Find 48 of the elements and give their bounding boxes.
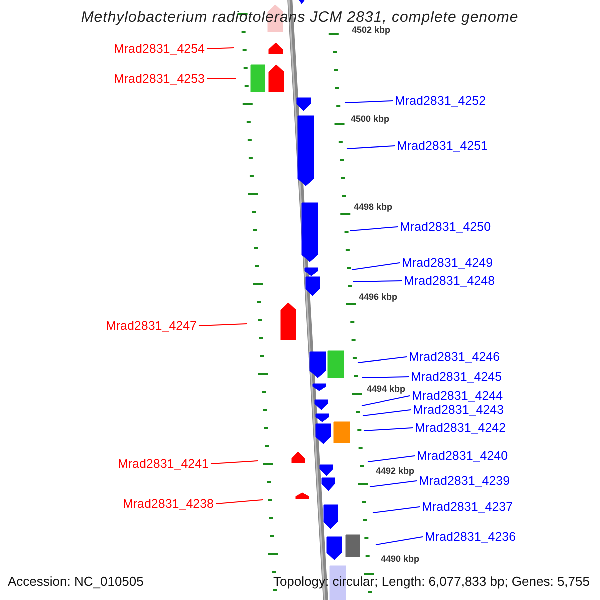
gene-label: Mrad2831_4238 xyxy=(122,496,214,512)
position-label: 4498 kbp xyxy=(354,202,393,212)
gene-label: Mrad2831_4240 xyxy=(417,448,508,464)
position-label: 4490 kbp xyxy=(381,554,420,564)
leader-line xyxy=(370,480,418,488)
position-label: 4492 kbp xyxy=(376,466,415,476)
position-label: 4500 kbp xyxy=(351,114,390,124)
leader-line xyxy=(364,428,414,432)
gene-label: Mrad2831_4251 xyxy=(397,138,488,154)
gene-label: Mrad2831_4239 xyxy=(419,473,510,489)
position-label: 4494 kbp xyxy=(367,384,406,394)
leader-line xyxy=(368,456,416,462)
leader-line xyxy=(350,226,398,232)
leader-line xyxy=(362,376,410,378)
title: Methylobacterium radiotolerans JCM 2831, complete genome xyxy=(80,8,520,26)
leader-line xyxy=(358,356,408,364)
leader-line xyxy=(216,500,264,504)
gene-label: Mrad2831_4253 xyxy=(114,71,205,87)
leader-line xyxy=(198,324,248,326)
genome-info-text: Topology: circular; Length: 6,077,833 bp; Genes: 5,755 xyxy=(273,574,590,590)
gene-label: Mrad2831_4245 xyxy=(411,369,502,385)
gene-label: Mrad2831_4254 xyxy=(114,41,205,57)
leader-line xyxy=(344,100,394,104)
leader-line xyxy=(376,536,424,546)
leader-line xyxy=(206,48,234,50)
gene-label: Mrad2831_4242 xyxy=(415,420,506,436)
leader-line xyxy=(352,280,402,282)
gene-label: Mrad2831_4243 xyxy=(413,402,504,418)
gene-label: Mrad2831_4236 xyxy=(425,529,516,545)
position-label: 4496 kbp xyxy=(359,292,398,302)
gene-label: Mrad2831_4252 xyxy=(395,93,486,109)
position-label: 4502 kbp xyxy=(352,25,391,35)
leader-line xyxy=(346,146,396,150)
leader-line xyxy=(372,506,420,514)
leader-line xyxy=(352,262,400,270)
gene-label: Mrad2831_4249 xyxy=(402,255,494,271)
leader-line xyxy=(206,78,236,80)
leader-line xyxy=(210,460,258,464)
leader-line xyxy=(362,410,412,416)
accession-text: Accession: NC_010505 xyxy=(8,574,144,590)
gene-label: Mrad2831_4246 xyxy=(409,349,500,365)
leader-line xyxy=(362,396,410,406)
gene-label: Mrad2831_4237 xyxy=(422,499,514,515)
gene-label: Mrad2831_4248 xyxy=(404,273,496,289)
gene-label: Mrad2831_4241 xyxy=(118,456,209,472)
gene-label: Mrad2831_4250 xyxy=(400,219,492,235)
gene-label: Mrad2831_4247 xyxy=(106,318,197,334)
gene-label: Mrad2831_4244 xyxy=(412,388,504,404)
